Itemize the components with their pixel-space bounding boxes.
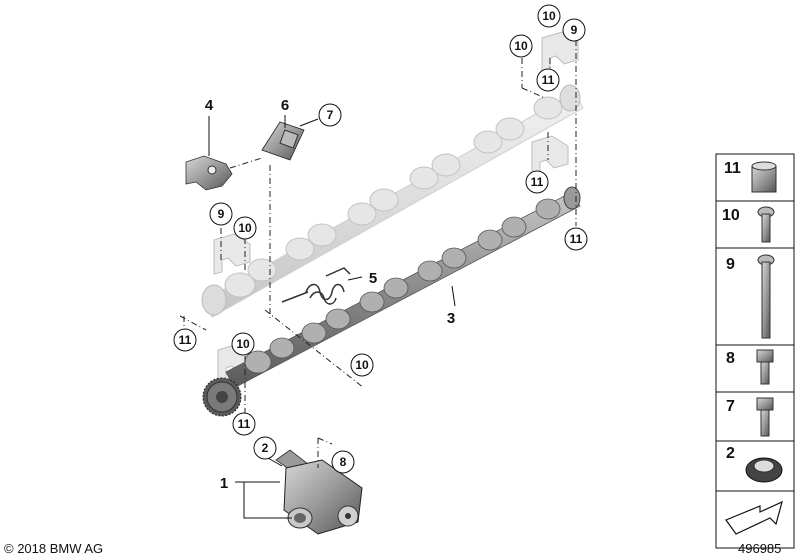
svg-text:9: 9 xyxy=(726,256,735,273)
short-torx-bolt-icon xyxy=(757,206,775,243)
callout-10: 10 xyxy=(542,9,556,23)
upper-camshaft xyxy=(201,84,584,318)
part-6-sensor xyxy=(261,121,305,161)
svg-text:11: 11 xyxy=(724,160,741,177)
plain-callouts: 4 6 5 3 1 xyxy=(205,97,455,492)
callout-11: 11 xyxy=(179,333,192,347)
callout-5: 5 xyxy=(369,270,377,287)
part-1-valve xyxy=(275,449,363,535)
part-4-bracket xyxy=(185,155,233,191)
legend-row-9: 9 xyxy=(726,254,775,339)
callout-10: 10 xyxy=(514,39,528,53)
callout-11: 11 xyxy=(531,175,544,189)
callout-9: 9 xyxy=(571,23,578,37)
callout-10: 10 xyxy=(238,221,252,235)
legend-row-2: 2 xyxy=(726,445,783,483)
circled-callout-labels: 10 9 10 11 11 11 7 9 10 11 10 10 11 2 8 xyxy=(179,9,583,469)
callout-11: 11 xyxy=(238,417,251,431)
callout-4: 4 xyxy=(205,97,214,114)
part-5-spring xyxy=(281,267,351,305)
callout-11: 11 xyxy=(542,73,555,87)
callout-10: 10 xyxy=(355,358,369,372)
legend-row-7: 7 xyxy=(726,397,774,437)
svg-text:8: 8 xyxy=(726,350,735,367)
svg-text:7: 7 xyxy=(726,398,735,415)
socket-head-screw-icon xyxy=(756,349,774,385)
socket-head-screw-icon xyxy=(756,397,774,437)
callout-9: 9 xyxy=(218,207,225,221)
callout-2: 2 xyxy=(262,441,269,455)
callout-1: 1 xyxy=(220,475,228,492)
svg-text:2: 2 xyxy=(726,445,735,462)
long-torx-bolt-icon xyxy=(757,254,775,339)
callout-3: 3 xyxy=(447,310,455,327)
legend-row-11: 11 xyxy=(724,160,777,193)
orientation-arrow-icon xyxy=(725,500,783,535)
seal-ring-icon xyxy=(745,457,783,483)
copyright-text: © 2018 BMW AG xyxy=(4,541,104,556)
sleeve-icon xyxy=(751,161,777,193)
callout-11: 11 xyxy=(570,232,583,246)
callout-6: 6 xyxy=(281,97,289,114)
parts-legend: 11 10 9 8 xyxy=(715,153,795,549)
circled-callouts xyxy=(173,4,588,474)
leader-lines xyxy=(208,115,456,519)
diagram-number: 496985 xyxy=(738,541,782,556)
svg-text:10: 10 xyxy=(722,207,740,224)
legend-row-10: 10 xyxy=(722,206,775,243)
lower-camshaft xyxy=(202,186,581,417)
legend-row-8: 8 xyxy=(726,349,774,385)
camshaft-gear xyxy=(202,377,242,417)
callout-10: 10 xyxy=(236,337,250,351)
callout-8: 8 xyxy=(340,455,347,469)
callout-7: 7 xyxy=(327,108,334,122)
